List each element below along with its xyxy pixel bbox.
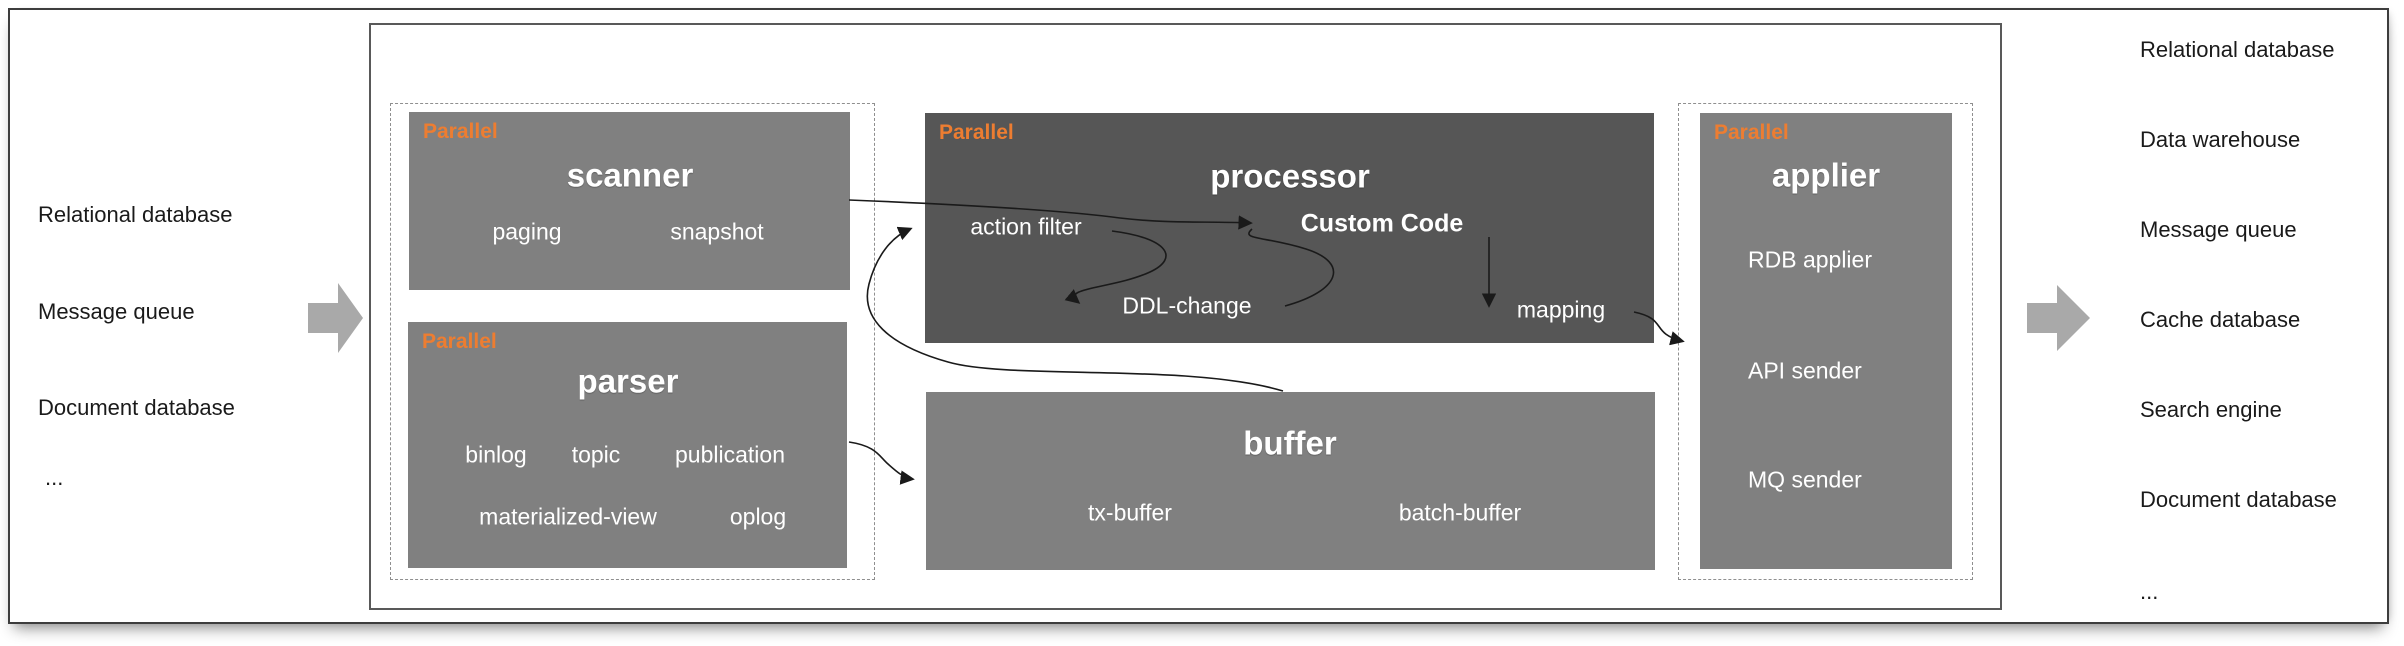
parser-item-oplog: oplog: [729, 503, 787, 530]
target-item-ellipsis: ...: [2140, 579, 2159, 604]
source-item-relational-database: Relational database: [38, 202, 233, 227]
parser-item-binlog: binlog: [465, 441, 527, 468]
parser-box: Parallel: [408, 322, 847, 568]
parser-item-publication: publication: [675, 441, 785, 468]
source-item-document-database: Document database: [38, 395, 235, 420]
buffer-title: buffer: [1243, 424, 1337, 462]
processor-step-action-filter: action filter: [970, 213, 1082, 240]
buffer-item-tx-buffer: tx-buffer: [1088, 499, 1172, 526]
scanner-parallel-label: Parallel: [423, 120, 498, 143]
applier-item-api-sender: API sender: [1748, 357, 1862, 384]
target-item-cache-database: Cache database: [2140, 307, 2301, 332]
parser-parallel-label: Parallel: [422, 330, 497, 353]
processor-step-ddl-change: DDL-change: [1122, 292, 1252, 319]
applier-box: Parallel: [1700, 113, 1952, 569]
parser-item-materialized-view: materialized-view: [479, 503, 657, 530]
scanner-box: Parallel: [409, 112, 850, 290]
processor-parallel-label: Parallel: [939, 121, 1014, 144]
target-item-document-database: Document database: [2140, 487, 2337, 512]
target-item-search-engine: Search engine: [2140, 397, 2282, 422]
scanner-item-snapshot: snapshot: [670, 218, 764, 245]
processor-step-mapping: mapping: [1516, 296, 1606, 323]
target-item-data-warehouse: Data warehouse: [2140, 127, 2301, 152]
target-item-message-queue: Message queue: [2140, 217, 2297, 242]
source-item-ellipsis: ...: [45, 465, 64, 490]
scanner-title: scanner: [566, 156, 694, 194]
applier-item-mq-sender: MQ sender: [1748, 466, 1862, 493]
applier-title: applier: [1771, 156, 1881, 194]
scanner-item-paging: paging: [492, 218, 562, 245]
pipeline-container: [369, 23, 2002, 610]
source-item-message-queue: Message queue: [38, 299, 195, 324]
parser-item-topic: topic: [571, 441, 621, 468]
processor-step-custom-code: Custom Code: [1300, 209, 1464, 238]
parser-title: parser: [577, 362, 679, 400]
applier-parallel-label: Parallel: [1714, 121, 1789, 144]
buffer-box: [926, 392, 1655, 570]
buffer-item-batch-buffer: batch-buffer: [1398, 499, 1522, 526]
processor-title: processor: [1210, 157, 1370, 195]
target-item-relational-database: Relational database: [2140, 37, 2335, 62]
applier-item-rdb-applier: RDB applier: [1748, 246, 1872, 273]
